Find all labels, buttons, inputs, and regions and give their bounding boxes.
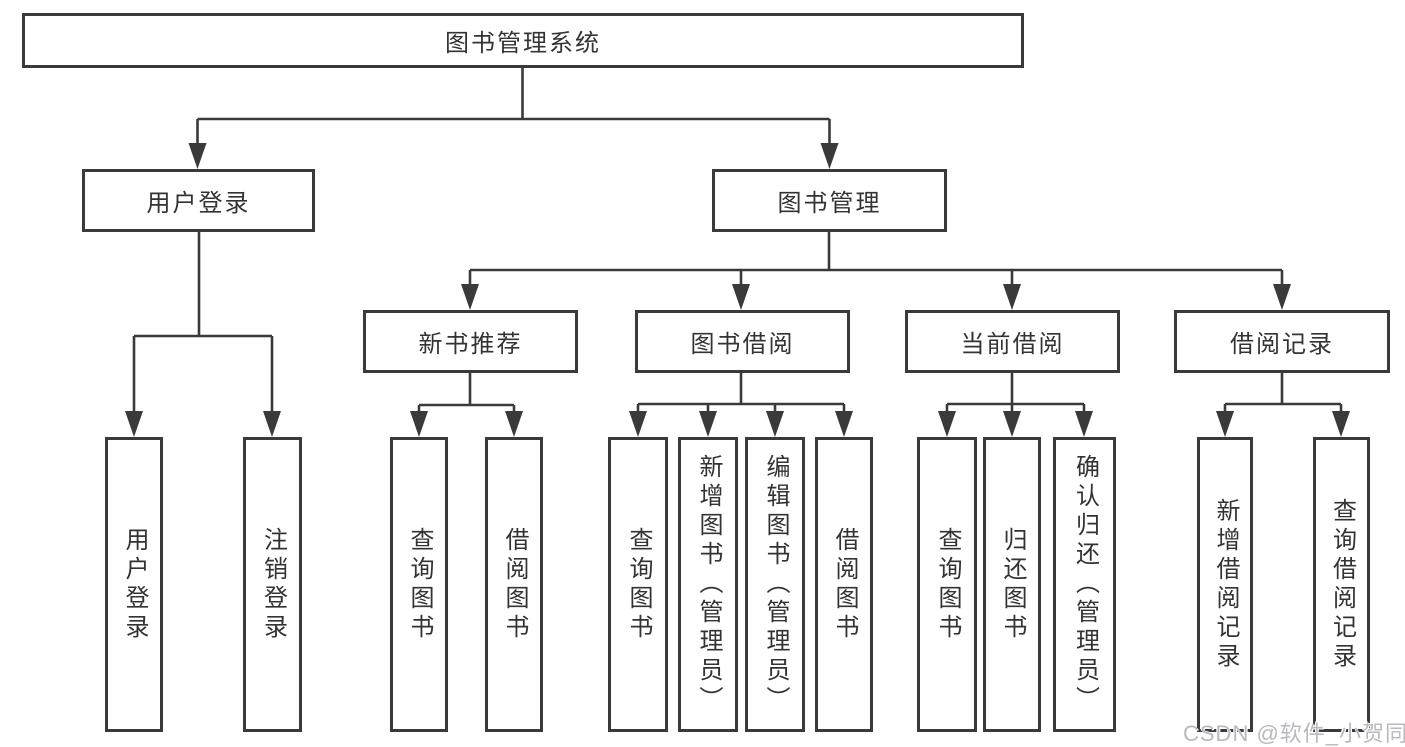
leaf-edit-book-admin: 编辑图书（管理员） (745, 437, 805, 732)
node-borrowing-records: 借阅记录 (1174, 310, 1390, 373)
leaf-query-books-recommendation: 查询图书 (390, 437, 448, 732)
leaf-confirm-return-admin: 确认归还（管理员） (1053, 437, 1116, 732)
leaf-user-login: 用户登录 (105, 437, 163, 732)
node-new-book-recommendation: 新书推荐 (363, 310, 578, 373)
node-book-management: 图书管理 (712, 169, 947, 232)
node-book-borrowing: 图书借阅 (635, 310, 850, 373)
leaf-add-borrow-record: 新增借阅记录 (1197, 437, 1253, 732)
node-library-management-system: 图书管理系统 (22, 13, 1024, 68)
leaf-query-books-current: 查询图书 (917, 437, 977, 732)
leaf-add-book-admin: 新增图书（管理员） (678, 437, 738, 732)
leaf-query-books-borrowing: 查询图书 (608, 437, 668, 732)
node-user-login: 用户登录 (82, 169, 315, 232)
leaf-return-books: 归还图书 (983, 437, 1041, 732)
leaf-borrow-books-borrowing: 借阅图书 (815, 437, 873, 732)
leaf-borrow-books-recommendation: 借阅图书 (485, 437, 543, 732)
csdn-watermark: CSDN @软件_小贺同学 (1183, 721, 1405, 746)
leaf-logout: 注销登录 (243, 437, 302, 732)
node-current-borrowing: 当前借阅 (905, 310, 1120, 373)
leaf-query-borrow-record: 查询借阅记录 (1313, 437, 1370, 732)
